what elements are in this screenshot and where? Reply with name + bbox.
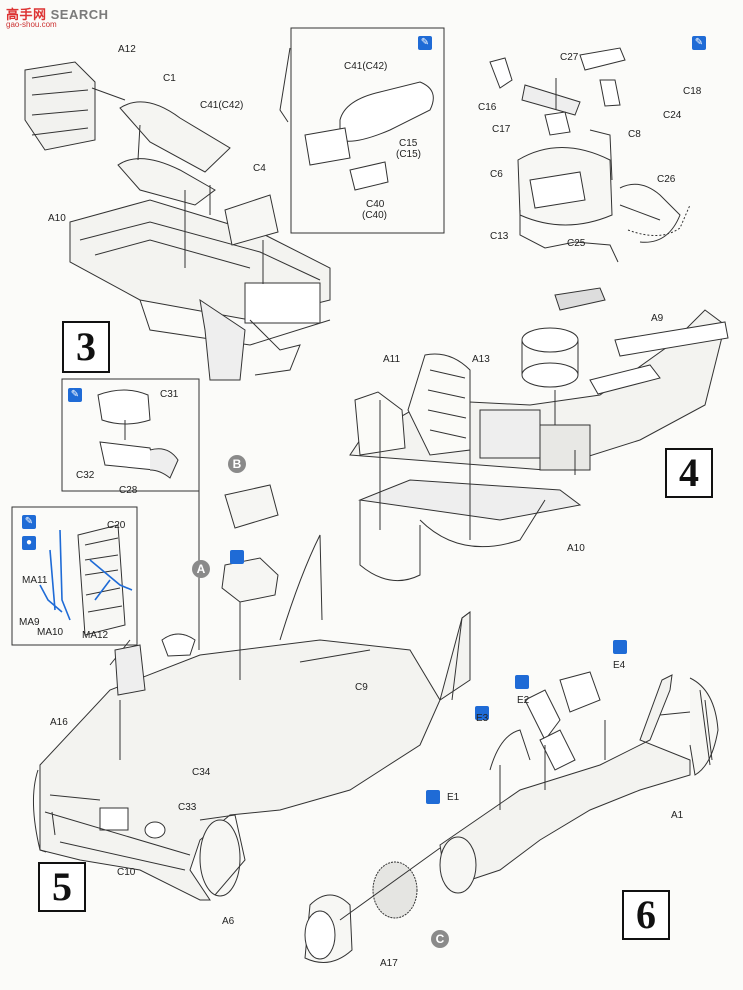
- part-label: C8: [628, 129, 641, 140]
- part-label: C18: [683, 86, 702, 97]
- part-label: (C15): [396, 149, 422, 160]
- part-label: A10: [48, 213, 66, 224]
- part-label: A9: [651, 313, 664, 324]
- clear-part-icon: [475, 706, 489, 720]
- part-label: C4: [253, 163, 266, 174]
- part-label: A1: [671, 810, 684, 821]
- part-label: E4: [613, 660, 626, 671]
- part-label: C40: [366, 199, 385, 210]
- part-group-badge-a: A: [192, 560, 210, 578]
- paint-icon: ✎: [418, 36, 432, 50]
- part-label: E3: [476, 713, 489, 724]
- part-label: C41(C42): [200, 100, 244, 111]
- part-label: C6: [490, 169, 503, 180]
- part-label: A10: [567, 543, 585, 554]
- paint-icon: ✎: [692, 36, 706, 50]
- part-label: MA10: [37, 627, 64, 638]
- part-label: C9: [355, 682, 368, 693]
- watermark: 高手网 SEARCH: [6, 7, 109, 22]
- part-label: A11: [383, 354, 401, 365]
- part-label: C27: [560, 52, 579, 63]
- part-label: C31: [160, 389, 179, 400]
- part-label: C15: [399, 138, 418, 149]
- paint-icon: ✎: [22, 515, 36, 529]
- part-label: C20: [107, 520, 126, 531]
- part-label: A16: [50, 717, 68, 728]
- part-label: A6: [222, 916, 235, 927]
- step-number-5: 5: [38, 862, 86, 912]
- part-label: C25: [567, 238, 586, 249]
- part-label: E1: [447, 792, 460, 803]
- clear-part-icon: [230, 550, 244, 564]
- part-label: MA9: [19, 617, 40, 628]
- part-group-badge-b: B: [228, 455, 246, 473]
- part-label: A13: [472, 354, 490, 365]
- part-label: E2: [517, 695, 530, 706]
- part-label: C32: [76, 470, 95, 481]
- part-label: MA11: [22, 575, 48, 586]
- part-label: C24: [663, 110, 682, 121]
- part-label: C33: [178, 802, 197, 813]
- clear-part-icon: [426, 790, 440, 804]
- part-label: C41(C42): [344, 61, 388, 72]
- part-label: C28: [119, 485, 138, 496]
- glue-drop-icon: ●: [22, 536, 36, 550]
- part-label: C13: [490, 231, 509, 242]
- paint-icon: ✎: [68, 388, 82, 402]
- part-label: C1: [163, 73, 176, 84]
- watermark-url: gao-shou.com: [6, 20, 57, 29]
- step-number-3: 3: [62, 321, 110, 373]
- part-label: C17: [492, 124, 511, 135]
- step-number-6: 6: [622, 890, 670, 940]
- clear-part-icon: [613, 640, 627, 654]
- part-label: A12: [118, 44, 136, 55]
- clear-part-icon: [515, 675, 529, 689]
- part-group-badge-c: C: [431, 930, 449, 948]
- part-label: (C40): [362, 210, 388, 221]
- part-label: C34: [192, 767, 211, 778]
- step-number-4: 4: [665, 448, 713, 498]
- part-label: A17: [380, 958, 398, 969]
- part-label: C16: [478, 102, 497, 113]
- part-label: MA12: [82, 630, 109, 641]
- part-label: C10: [117, 867, 136, 878]
- part-label: C26: [657, 174, 676, 185]
